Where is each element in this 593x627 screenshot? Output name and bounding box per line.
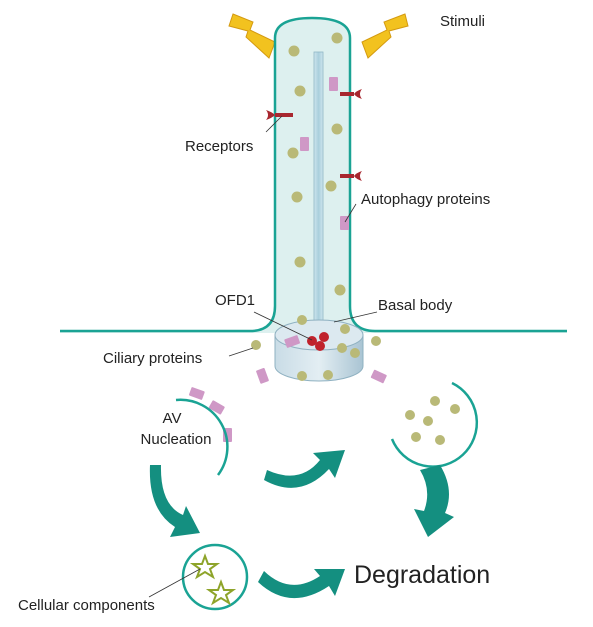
ofd1-complex: [307, 332, 329, 351]
curved-arrow-icon: [264, 450, 345, 488]
label-stimuli: Stimuli: [440, 13, 485, 30]
label-receptors: Receptors: [185, 138, 253, 155]
label-ciliary-proteins: Ciliary proteins: [103, 350, 202, 367]
autophagosome-ciliary: [390, 381, 479, 468]
label-autophagy-proteins: Autophagy proteins: [361, 191, 490, 208]
receptor-icon: [340, 171, 362, 181]
star-icon: [189, 553, 221, 580]
label-nucleation: Nucleation: [141, 431, 212, 448]
axoneme: [313, 51, 324, 326]
cilium-membrane: [60, 18, 567, 333]
receptor-icon: [340, 89, 362, 99]
label-ofd1: OFD1: [215, 292, 255, 309]
autophagy-proteins: [188, 77, 387, 442]
label-cellular-components: Cellular components: [18, 597, 155, 614]
curved-arrow-icon: [414, 465, 454, 537]
star-icon: [205, 579, 237, 606]
label-basal-body: Basal body: [378, 297, 453, 314]
lightning-bolt-icon: [228, 13, 276, 59]
label-av: AV: [163, 410, 182, 427]
phagophore: [175, 398, 229, 476]
ciliary-proteins: [251, 32, 381, 381]
curved-arrow-icon: [258, 569, 345, 599]
curved-arrow-icon: [149, 465, 200, 537]
receptor-icon: [266, 110, 293, 120]
lightning-bolt-icon: [361, 13, 409, 59]
autophagosome-components: [181, 543, 249, 611]
label-pointers: [148, 115, 378, 598]
label-degradation: Degradation: [354, 561, 490, 589]
cell-membrane: [60, 16, 567, 333]
